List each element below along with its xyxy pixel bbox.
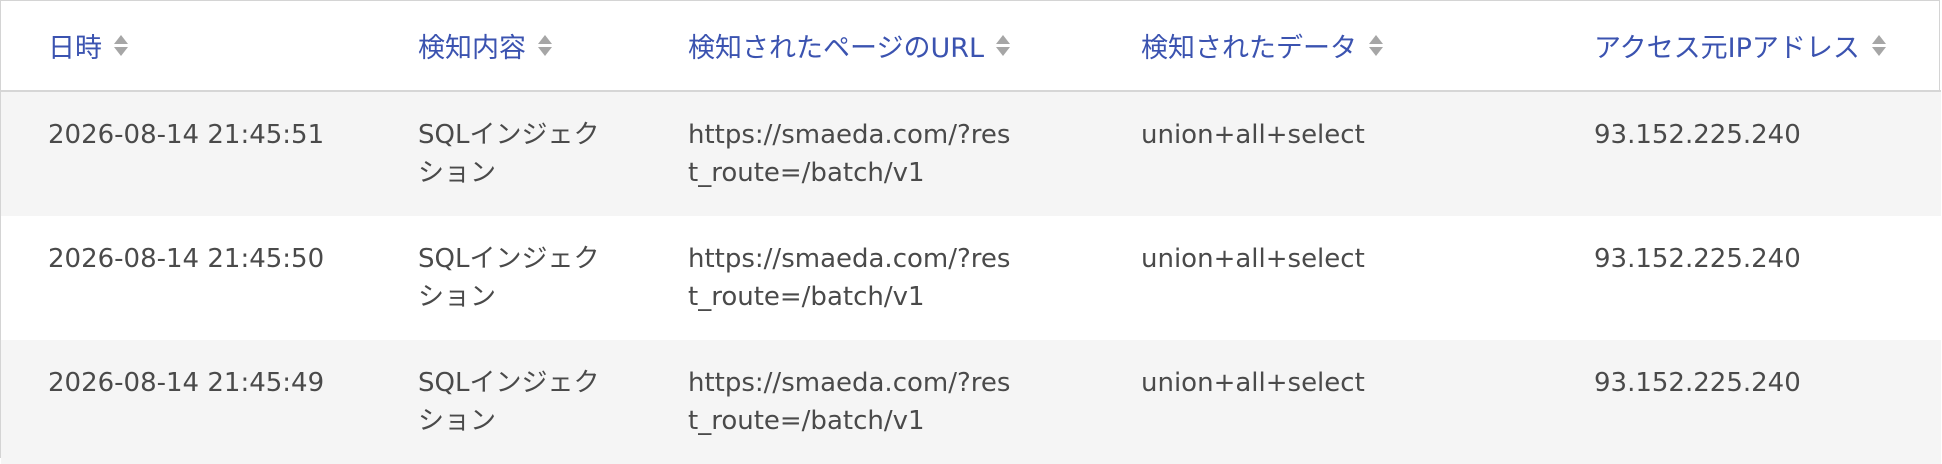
column-header-label: 検知されたデータ (1141, 33, 1357, 64)
cell-detected-data: union+all+select (1141, 244, 1365, 274)
cell-datetime: 2026-08-14 21:45:51 (48, 120, 325, 150)
sort-icon[interactable] (538, 35, 552, 56)
cell-datetime: 2026-08-14 21:45:50 (48, 244, 325, 274)
column-header-label: 日時 (48, 33, 102, 64)
sort-icon[interactable] (1871, 35, 1886, 56)
cell-detection-type: SQLインジェクション (418, 244, 600, 312)
cell-detected-data: union+all+select (1141, 120, 1365, 150)
column-header-source-ip[interactable]: アクセス元IPアドレス (1594, 1, 1941, 92)
table-body: 2026-08-14 21:45:51 SQLインジェクション https://… (1, 91, 1941, 464)
cell-detection-type: SQLインジェクション (418, 120, 600, 188)
cell-page-url: https://smaeda.com/?rest_route=/batch/v1 (688, 120, 1011, 188)
column-header-label: アクセス元IPアドレス (1594, 33, 1860, 64)
cell-source-ip: 93.152.225.240 (1594, 120, 1801, 150)
header-row: 日時 検知内容 検知されたページのURL (1, 1, 1941, 92)
cell-source-ip: 93.152.225.240 (1594, 368, 1801, 398)
column-header-label: 検知されたページのURL (688, 33, 985, 64)
column-header-detection-type[interactable]: 検知内容 (418, 1, 688, 92)
column-header-page-url[interactable]: 検知されたページのURL (688, 1, 1141, 92)
cell-detected-data: union+all+select (1141, 368, 1365, 398)
table-row: 2026-08-14 21:45:51 SQLインジェクション https://… (1, 91, 1941, 216)
column-header-datetime[interactable]: 日時 (1, 1, 418, 92)
table-row: 2026-08-14 21:45:50 SQLインジェクション https://… (1, 216, 1941, 340)
sort-icon[interactable] (114, 35, 128, 56)
cell-datetime: 2026-08-14 21:45:49 (48, 368, 325, 398)
cell-page-url: https://smaeda.com/?rest_route=/batch/v1 (688, 244, 1011, 312)
cell-source-ip: 93.152.225.240 (1594, 244, 1801, 274)
table-header: 日時 検知内容 検知されたページのURL (1, 1, 1941, 92)
column-header-detected-data[interactable]: 検知されたデータ (1141, 1, 1594, 92)
column-header-label: 検知内容 (418, 33, 526, 64)
cell-page-url: https://smaeda.com/?rest_route=/batch/v1 (688, 368, 1011, 436)
sort-icon[interactable] (1369, 35, 1383, 56)
cell-detection-type: SQLインジェクション (418, 368, 600, 436)
sort-icon[interactable] (996, 35, 1011, 56)
table-row: 2026-08-14 21:45:49 SQLインジェクション https://… (1, 340, 1941, 464)
